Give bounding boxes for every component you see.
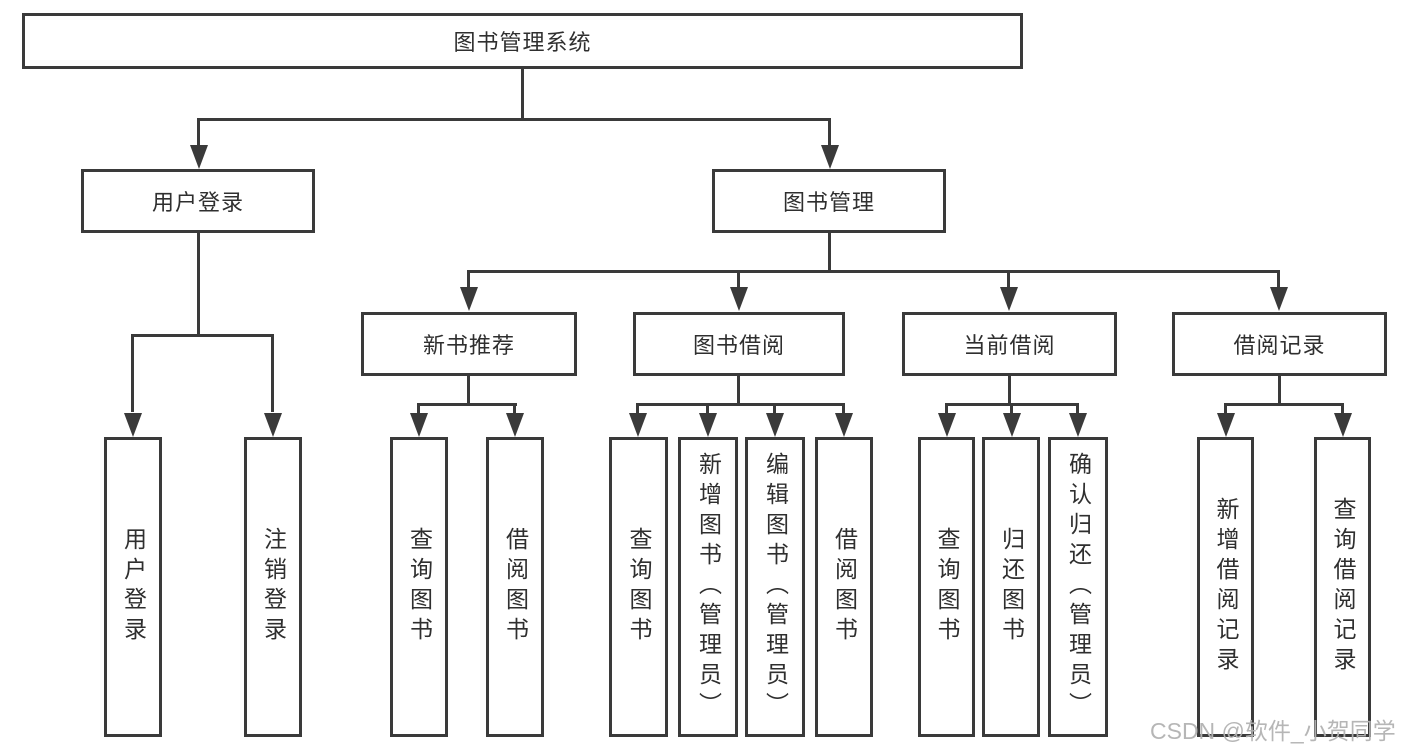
node-bb-edit-books-admin: 编辑图书（管理员） <box>745 437 805 737</box>
node-label: 归还图书 <box>998 527 1025 647</box>
node-label: 用户登录 <box>120 527 147 647</box>
connector-line <box>828 118 831 147</box>
node-label: 查询借阅记录 <box>1330 497 1356 677</box>
connector-line <box>1224 403 1227 414</box>
node-logout: 注销登录 <box>244 437 302 737</box>
arrow-down-icon <box>730 287 748 311</box>
node-current-borrowing: 当前借阅 <box>902 312 1117 376</box>
connector-line <box>1278 376 1281 405</box>
arrow-down-icon <box>264 413 282 437</box>
connector-line <box>467 270 470 288</box>
node-bb-query-books: 查询图书 <box>609 437 668 737</box>
node-book-borrowing: 图书借阅 <box>633 312 845 376</box>
arrow-down-icon <box>938 413 956 437</box>
connector-line <box>828 233 831 272</box>
arrow-down-icon <box>835 413 853 437</box>
arrow-down-icon <box>124 413 142 437</box>
connector-line <box>773 403 776 414</box>
node-label: 新增借阅记录 <box>1213 497 1239 677</box>
arrow-down-icon <box>1217 413 1235 437</box>
arrow-down-icon <box>190 145 208 169</box>
node-bb-add-books-admin: 新增图书（管理员） <box>678 437 738 737</box>
node-cb-query-books: 查询图书 <box>918 437 975 737</box>
connector-line <box>1341 403 1344 414</box>
node-book-management: 图书管理 <box>712 169 946 233</box>
node-label: 借阅图书 <box>502 527 529 647</box>
node-label: 当前借阅 <box>963 333 1056 358</box>
arrow-down-icon <box>1334 413 1352 437</box>
node-label: 编辑图书（管理员） <box>762 452 789 722</box>
connector-line <box>131 334 274 337</box>
node-br-add-borrow-record: 新增借阅记录 <box>1197 437 1254 737</box>
connector-line <box>1277 270 1280 288</box>
connector-line <box>737 270 740 288</box>
connector-line <box>417 403 517 406</box>
connector-line <box>417 403 420 414</box>
connector-line <box>467 270 1280 273</box>
connector-line <box>521 69 524 121</box>
node-label: 借阅记录 <box>1233 333 1326 358</box>
connector-line <box>706 403 709 414</box>
connector-line <box>945 403 948 414</box>
arrow-down-icon <box>410 413 428 437</box>
node-borrowing-records: 借阅记录 <box>1172 312 1387 376</box>
node-label: 图书管理 <box>782 190 875 215</box>
node-br-query-borrow-record: 查询借阅记录 <box>1314 437 1371 737</box>
arrow-down-icon <box>699 413 717 437</box>
node-new-book-recommendation: 新书推荐 <box>361 312 577 376</box>
node-label: 查询图书 <box>406 527 433 647</box>
connector-line <box>513 403 516 414</box>
node-label: 新增图书（管理员） <box>695 452 722 722</box>
node-label: 图书管理系统 <box>453 30 592 55</box>
node-cb-confirm-return-admin: 确认归还（管理员） <box>1048 437 1108 737</box>
arrow-down-icon <box>1003 413 1021 437</box>
connector-line <box>636 403 639 414</box>
arrow-down-icon <box>460 287 478 311</box>
node-user-login: 用户登录 <box>81 169 315 233</box>
node-label: 用户登录 <box>151 190 244 215</box>
connector-line <box>737 376 740 405</box>
node-label: 查询图书 <box>626 527 652 647</box>
connector-line <box>842 403 845 414</box>
node-library-management-system: 图书管理系统 <box>22 13 1023 69</box>
connector-line <box>636 403 845 406</box>
node-label: 新书推荐 <box>422 333 515 358</box>
connector-line <box>271 334 274 412</box>
node-cb-return-books: 归还图书 <box>982 437 1040 737</box>
node-nbr-query-books: 查询图书 <box>390 437 448 737</box>
arrow-down-icon <box>629 413 647 437</box>
arrow-down-icon <box>506 413 524 437</box>
arrow-down-icon <box>821 145 839 169</box>
csdn-watermark: CSDN @软件_小贺同学 <box>1150 718 1396 744</box>
connector-line <box>197 118 831 121</box>
node-label: 查询图书 <box>934 527 960 647</box>
connector-line <box>1224 403 1343 406</box>
connector-line <box>1010 403 1013 414</box>
node-label: 确认归还（管理员） <box>1065 452 1092 722</box>
node-nbr-borrow-books: 借阅图书 <box>486 437 544 737</box>
arrow-down-icon <box>1000 287 1018 311</box>
connector-line <box>1007 270 1010 288</box>
connector-line <box>197 118 200 147</box>
arrow-down-icon <box>1069 413 1087 437</box>
connector-line <box>1076 403 1079 414</box>
node-user-login-action: 用户登录 <box>104 437 162 737</box>
connector-line <box>197 233 200 337</box>
connector-line <box>1008 376 1011 405</box>
arrow-down-icon <box>766 413 784 437</box>
connector-line <box>467 376 470 405</box>
node-label: 注销登录 <box>260 527 287 647</box>
node-label: 借阅图书 <box>831 527 858 647</box>
connector-line <box>131 334 134 412</box>
arrow-down-icon <box>1270 287 1288 311</box>
node-label: 图书借阅 <box>692 333 785 358</box>
node-bb-borrow-books: 借阅图书 <box>815 437 873 737</box>
